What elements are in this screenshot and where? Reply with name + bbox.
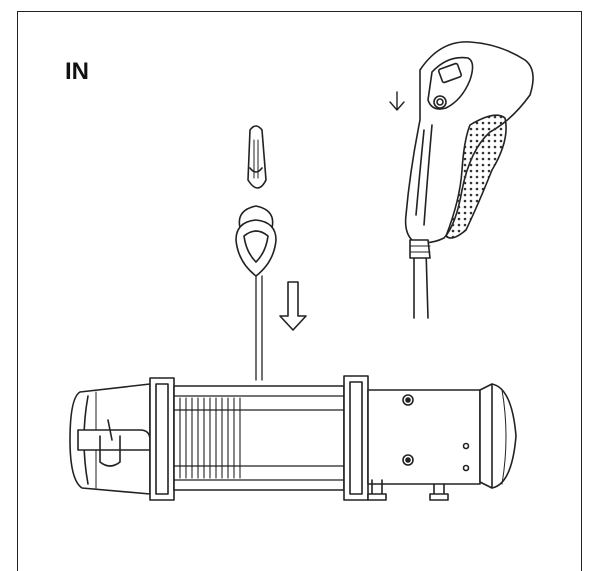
direction-label: IN: [65, 58, 89, 85]
diagram-frame: [17, 11, 582, 571]
hook-assembly: [235, 125, 307, 381]
winch-body: [69, 375, 517, 501]
remote-control: [389, 41, 534, 319]
